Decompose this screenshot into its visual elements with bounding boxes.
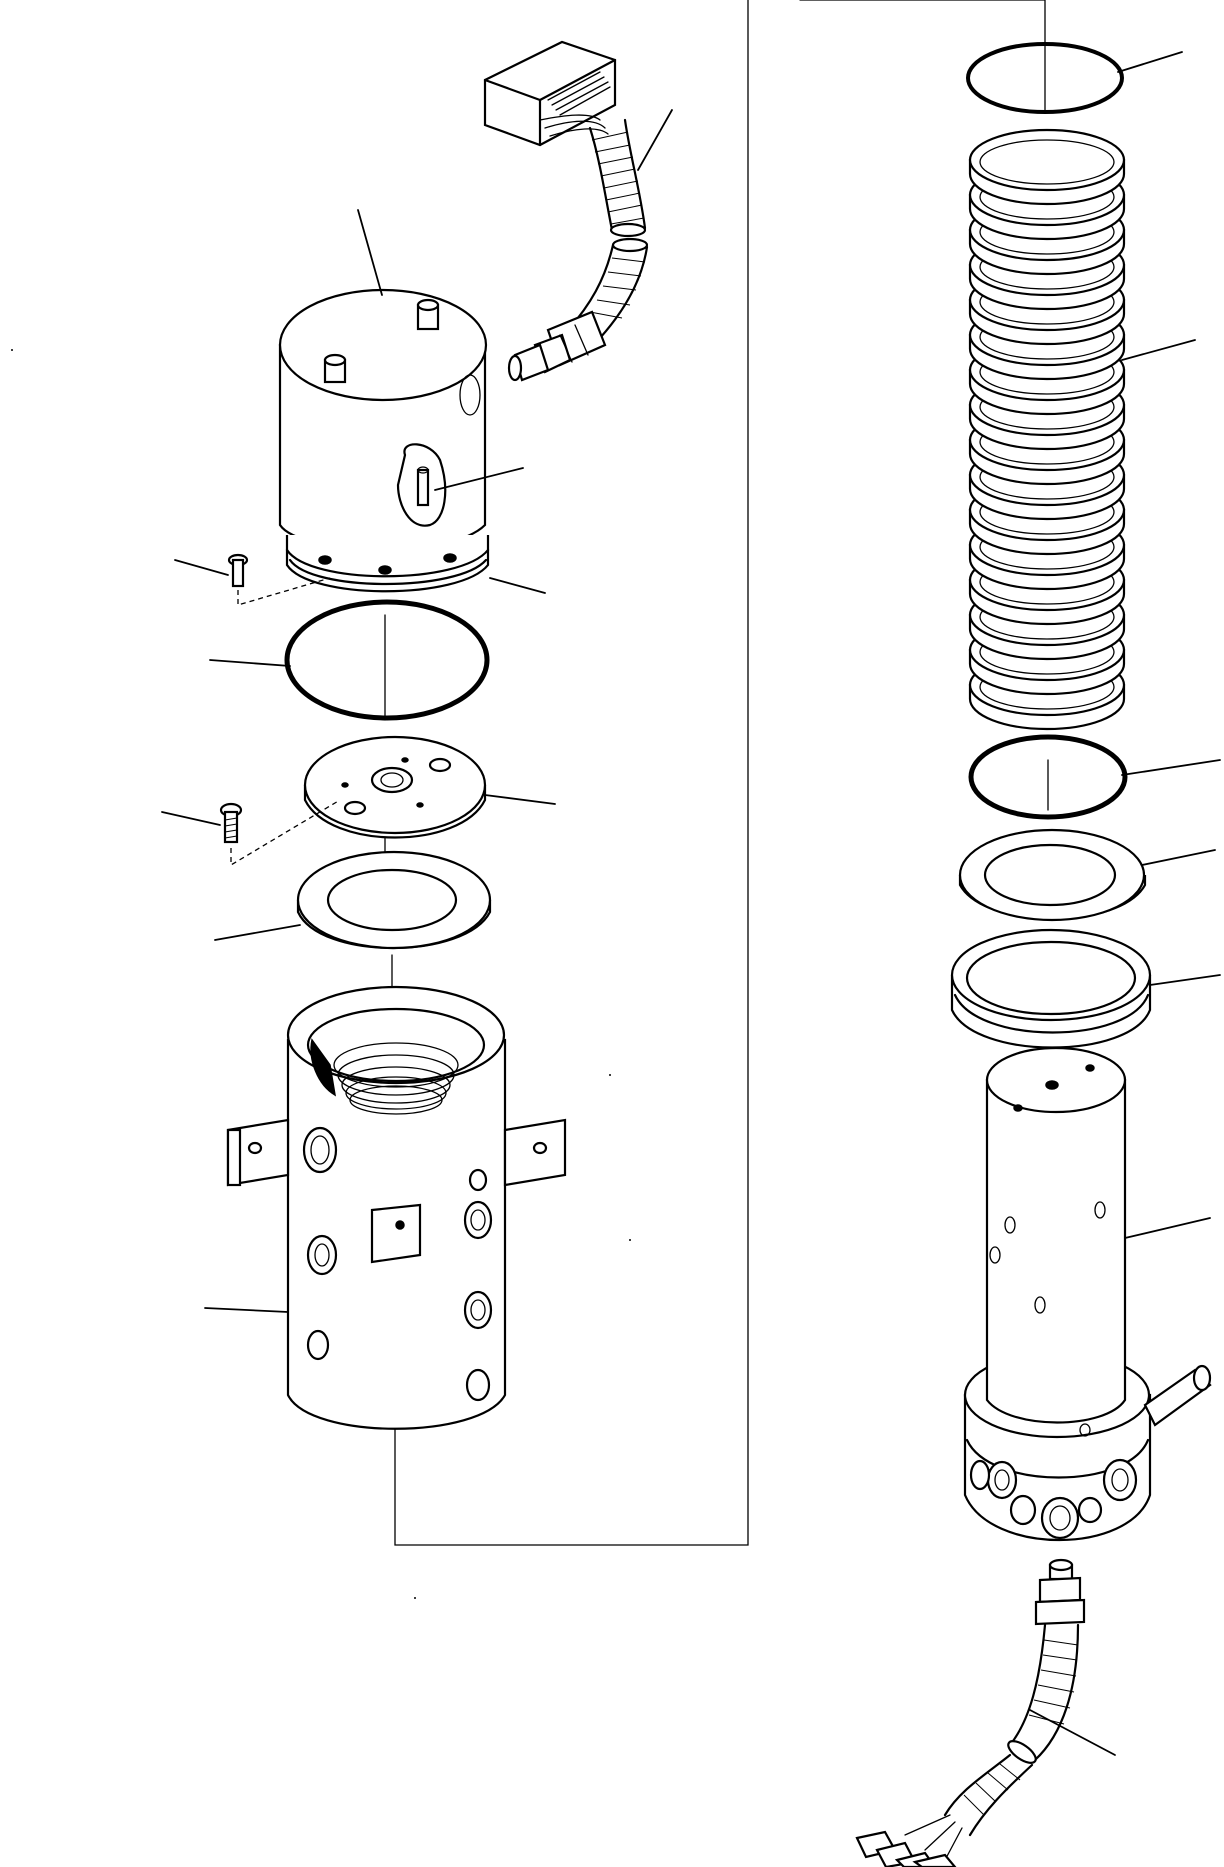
swivel-spindle (963, 1046, 1212, 1541)
top-o-ring (966, 42, 1124, 114)
cover-cap (278, 288, 490, 593)
right-callout-leaders (1029, 51, 1221, 1756)
bearing-ring (950, 928, 1152, 1049)
left-callout-leaders (161, 109, 673, 1313)
seal-ring-stack (968, 128, 1126, 731)
retaining-plate (303, 735, 487, 839)
countersunk-screw (219, 799, 341, 867)
seal-ring (968, 128, 1126, 206)
swivel-housing (226, 985, 567, 1430)
spacer-ring (958, 828, 1147, 922)
electrical-connector (483, 40, 617, 147)
lower-cable-harness (855, 1558, 1086, 1867)
lower-o-ring (968, 734, 1128, 820)
thrust-washer (296, 850, 492, 950)
set-screw (227, 553, 331, 606)
o-ring (284, 599, 490, 721)
cable-harness (507, 118, 649, 382)
